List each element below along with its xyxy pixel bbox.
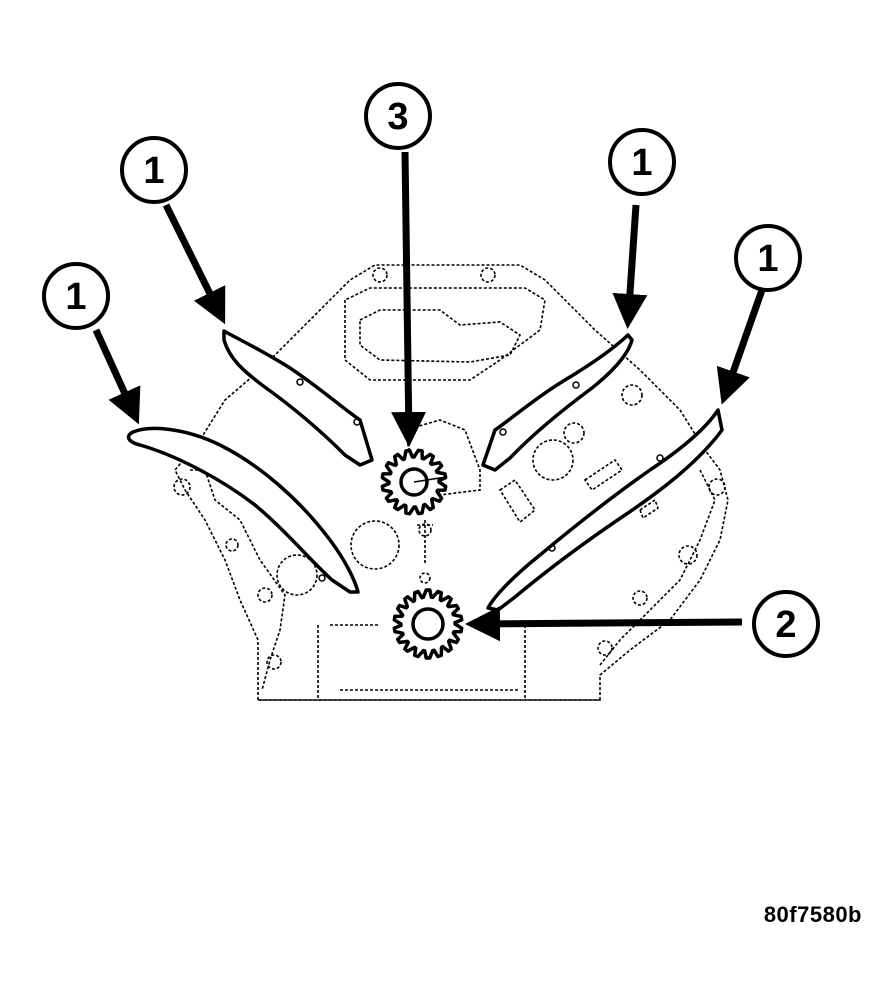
idler-sprocket (380, 448, 448, 516)
leader-arrows (92, 151, 766, 642)
callout-label: 1 (757, 238, 778, 280)
callout-label: 2 (775, 604, 796, 646)
callout-label: 1 (143, 150, 164, 192)
callout-label: 1 (631, 142, 652, 184)
chain-guide-left-inner (222, 329, 374, 467)
chain-guide-right-outer (486, 408, 724, 612)
callout-1-right-outer: 1 (734, 224, 802, 292)
callout-1-left-inner: 1 (120, 136, 188, 204)
callout-2: 2 (752, 590, 820, 658)
leader-arrow-1d (716, 288, 766, 405)
callout-3: 3 (364, 82, 432, 150)
leader-arrow-1b (162, 203, 226, 325)
callout-label: 1 (65, 276, 86, 318)
leader-arrow-3 (391, 151, 427, 447)
chain-guide-left-outer (126, 426, 360, 594)
leader-arrow-2 (465, 606, 743, 642)
leader-arrow-1c (612, 204, 648, 329)
callout-1-right-inner: 1 (608, 128, 676, 196)
chain-guide-right-inner (481, 333, 634, 472)
callout-1-left-outer: 1 (42, 262, 110, 330)
callout-label: 3 (387, 96, 408, 138)
engine-block (173, 264, 729, 701)
leader-arrow-1a (92, 328, 141, 425)
crankshaft-sprocket (392, 588, 464, 660)
figure-id: 80f7580b (763, 902, 862, 927)
